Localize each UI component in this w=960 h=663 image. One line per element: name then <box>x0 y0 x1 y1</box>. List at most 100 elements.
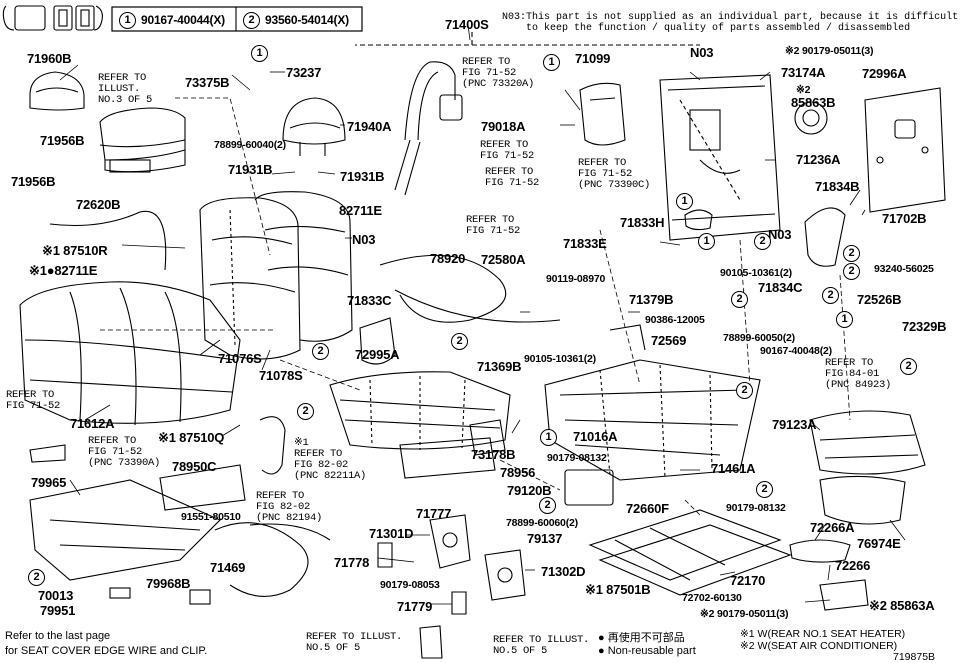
callout-2: 2 <box>28 569 45 586</box>
callout-2: 2 <box>754 233 771 250</box>
label-71302D: 71302D <box>541 564 586 579</box>
ref-fig-71-52-f[interactable]: REFER TO FIG 71-52 <box>6 389 61 412</box>
cover-71099 <box>579 82 626 146</box>
legend-box <box>111 6 363 32</box>
label-71833C: 71833C <box>347 293 392 308</box>
headrest-left <box>29 71 85 111</box>
label-71099: 71099 <box>575 51 611 66</box>
ref-fig-71-52-b[interactable]: REFER TO FIG 71-52 <box>480 139 535 162</box>
label-90179-08132-b: 90179-08132 <box>726 502 786 514</box>
callout-1: 1 <box>836 311 853 328</box>
callout-2: 2 <box>312 343 329 360</box>
callout-2: 2 <box>451 333 468 350</box>
seat-frame-main <box>544 324 761 481</box>
label-85863A: ※2 85863A <box>869 598 935 613</box>
label-79968B: 79968B <box>146 576 191 591</box>
under-tray <box>29 479 221 581</box>
label-73174A: 73174A <box>781 65 826 80</box>
fan-85863B <box>794 101 828 135</box>
callout-2: 2 <box>731 291 748 308</box>
footer-refer-last-2: for SEAT COVER EDGE WIRE and CLIP. <box>5 645 208 657</box>
label-71931B-b: 71931B <box>340 169 385 184</box>
label-71461A: 71461A <box>711 461 756 476</box>
label-N03-a: N03 <box>352 232 376 247</box>
label-71078S: 71078S <box>259 368 303 383</box>
label-72329B: 72329B <box>902 319 947 334</box>
label-71301D: 71301D <box>369 526 414 541</box>
label-72569: 72569 <box>651 333 687 348</box>
label-90179-08053: 90179-08053 <box>380 579 440 591</box>
label-90179-05011-top: ※2 90179-05011(3) <box>785 45 874 57</box>
label-71956B-b: 71956B <box>11 174 56 189</box>
seatback-frame <box>659 74 781 241</box>
label-90179-08132-a: 90179-08132 <box>547 452 607 464</box>
label-90179-05011-bot: ※2 90179-05011(3) <box>700 608 789 620</box>
label-78920: 78920 <box>430 251 466 266</box>
figure-id: 719875B <box>893 651 936 663</box>
label-87501B: ※1 87501B <box>585 582 651 597</box>
callout-1: 1 <box>698 233 715 250</box>
callout-2: 2 <box>756 481 773 498</box>
footer-nonreuse-jp: ● 再使用不可部品 <box>598 632 685 644</box>
seat-cushion-cover <box>19 281 241 426</box>
callout-1: 1 <box>543 54 560 71</box>
callout-1: 1 <box>540 429 557 446</box>
ref-fig-71-52-d[interactable]: REFER TO FIG 71-52 (PNC 73390C) <box>578 157 651 191</box>
label-72660F: 72660F <box>626 501 669 516</box>
label-76974E: 76974E <box>857 536 901 551</box>
label-72995A: 72995A <box>355 347 400 362</box>
callout-1: 1 <box>251 45 268 62</box>
callout-2: 2 <box>736 382 753 399</box>
label-72526B: 72526B <box>857 292 902 307</box>
label-71369B: 71369B <box>477 359 522 374</box>
callout-1: 1 <box>676 193 693 210</box>
legend-part-1: 90167-40044(X) <box>141 13 225 27</box>
label-82711E-b: 82711E <box>339 203 382 218</box>
ref-fig-71-52-c[interactable]: REFER TO FIG 71-52 <box>485 166 540 189</box>
label-N03-c: N03 <box>768 227 792 242</box>
label-71834B: 71834B <box>815 179 860 194</box>
label-71956B-a: 71956B <box>40 133 85 148</box>
label-79120B: 79120B <box>507 483 552 498</box>
label-71777: 71777 <box>416 506 452 521</box>
callout-2: 2 <box>297 403 314 420</box>
headrest-right <box>282 97 346 156</box>
ref-fig-71-52-g[interactable]: REFER TO FIG 71-52 (PNC 73390A) <box>88 435 161 469</box>
label-93240-56025: 93240-56025 <box>874 263 934 275</box>
label-91551-80510: 91551-80510 <box>181 511 241 523</box>
seat-pan-right <box>809 410 926 475</box>
label-79965: 79965 <box>31 475 67 490</box>
label-73178B: 73178B <box>471 447 516 462</box>
ref-fig-82-02-b[interactable]: REFER TO FIG 82-02 (PNC 82194) <box>256 490 323 524</box>
legend-callout-1: 1 <box>119 12 136 29</box>
ref-fig-71-52-e[interactable]: REFER TO FIG 71-52 <box>466 214 521 237</box>
label-71076S: 71076S <box>218 351 262 366</box>
label-79951: 79951 <box>40 603 76 618</box>
footer-note-2: ※2 W(SEAT AIR CONDITIONER) <box>740 640 898 652</box>
label-90105-10361-a: 90105-10361(2) <box>720 267 792 279</box>
label-71833H: 71833H <box>620 215 665 230</box>
footer-note-1: ※1 W(REAR NO.1 SEAT HEATER) <box>740 628 906 640</box>
label-87510R: ※1 87510R <box>42 243 108 258</box>
label-72702-60130: 72702-60130 <box>682 592 742 604</box>
ref-fig-71-52-a[interactable]: REFER TO FIG 71-52 (PNC 73320A) <box>462 56 535 90</box>
ref-fig-82-02-a[interactable]: ※1 REFER TO FIG 82-02 (PNC 82211A) <box>294 437 367 482</box>
ref-illust-5-b[interactable]: REFER TO ILLUST. NO.5 OF 5 <box>493 634 590 657</box>
seat-pan-left <box>329 371 511 450</box>
label-71931B-a: 71931B <box>228 162 273 177</box>
label-90119-08970: 90119-08970 <box>546 273 606 285</box>
label-78950C: 78950C <box>172 459 217 474</box>
callout-2: 2 <box>843 263 860 280</box>
ref-illust-3[interactable]: REFER TO ILLUST. NO.3 OF 5 <box>98 72 153 106</box>
label-79137: 79137 <box>527 531 563 546</box>
legend-callout-2: 2 <box>243 12 260 29</box>
label-71612A: 71612A <box>70 416 115 431</box>
label-N03-b: N03 <box>690 45 714 60</box>
armrest <box>99 107 186 173</box>
label-71834C: 71834C <box>758 280 803 295</box>
ref-illust-5-a[interactable]: REFER TO ILLUST. NO.5 OF 5 <box>306 631 403 654</box>
label-85863B-mark: ※2 <box>796 84 811 96</box>
label-71960B: 71960B <box>27 51 72 66</box>
ref-fig-84-01[interactable]: REFER TO FIG 84-01 (PNC 84923) <box>825 357 892 391</box>
